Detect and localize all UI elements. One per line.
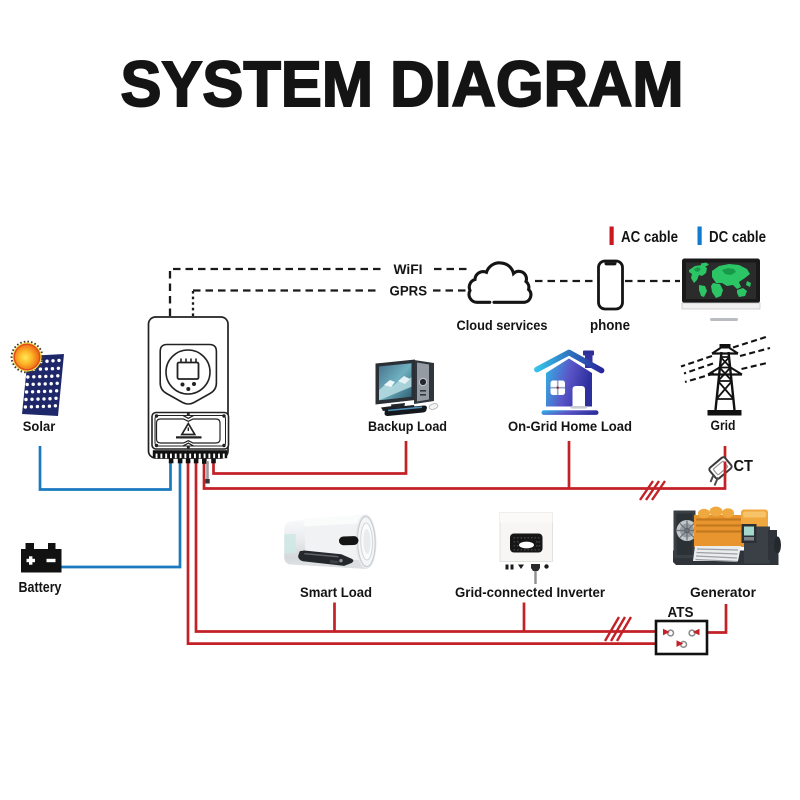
svg-text:ATS: ATS — [668, 605, 694, 621]
svg-text:Grid: Grid — [711, 418, 736, 433]
svg-text:Backup Load: Backup Load — [368, 418, 447, 434]
svg-text:AC cable: AC cable — [621, 229, 678, 246]
svg-text:WiFI: WiFI — [394, 262, 423, 277]
svg-text:Battery: Battery — [19, 580, 62, 596]
svg-text:phone: phone — [590, 318, 630, 334]
svg-text:Generator: Generator — [690, 584, 757, 600]
svg-text:DC cable: DC cable — [709, 229, 766, 246]
svg-text:CT: CT — [734, 458, 754, 475]
svg-text:GPRS: GPRS — [390, 284, 428, 299]
svg-text:Solar: Solar — [23, 418, 56, 434]
svg-text:On-Grid Home Load: On-Grid Home Load — [508, 418, 632, 434]
svg-text:Grid-connected Inverter: Grid-connected Inverter — [455, 584, 606, 600]
svg-text:SYSTEM DIAGRAM: SYSTEM DIAGRAM — [121, 48, 684, 120]
svg-text:Cloud services: Cloud services — [457, 317, 548, 333]
svg-text:Smart Load: Smart Load — [300, 584, 372, 600]
